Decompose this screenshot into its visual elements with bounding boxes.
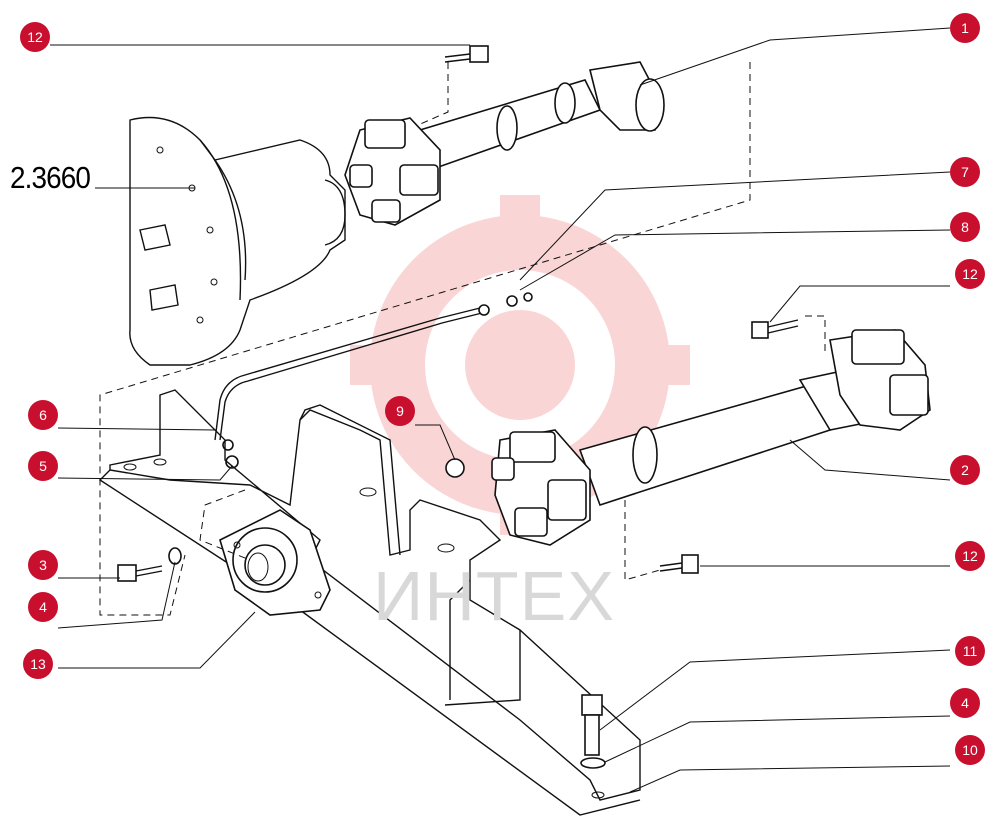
axle-housing	[129, 116, 346, 366]
bolt-12-right	[751, 319, 799, 339]
callout-5: 5	[28, 451, 58, 481]
callout-4-right: 4	[950, 688, 980, 718]
callout-7: 7	[950, 157, 980, 187]
bolt-11-and-washer-4	[580, 694, 606, 769]
watermark-text: ИНТЕХ	[373, 557, 616, 635]
callout-2: 2	[950, 455, 980, 485]
callout-12-bottom: 12	[955, 541, 985, 571]
callout-11: 11	[955, 636, 985, 666]
bolt-12-bottom	[659, 554, 699, 574]
callout-9: 9	[385, 396, 415, 426]
assembly-center-lines	[99, 62, 826, 616]
brake-pipe	[214, 292, 533, 478]
callout-leaders	[50, 27, 951, 793]
bolt-12-top	[444, 45, 489, 63]
support-bearing	[219, 509, 331, 616]
callout-4-left: 4	[28, 592, 58, 622]
callout-6: 6	[28, 400, 58, 430]
callout-1: 1	[950, 13, 980, 43]
propeller-shaft-rear	[491, 329, 931, 546]
reference-number: 2.3660	[10, 160, 91, 195]
callout-12-top: 12	[20, 22, 50, 52]
callout-3: 3	[28, 550, 58, 580]
callout-10: 10	[955, 735, 985, 765]
propeller-shaft-front	[344, 61, 665, 226]
callout-13: 13	[23, 649, 53, 679]
callout-12-right: 12	[955, 259, 985, 289]
bolt-3-and-washer-4	[117, 547, 182, 582]
callout-8: 8	[950, 212, 980, 242]
watermark-gear-logo	[350, 195, 690, 535]
